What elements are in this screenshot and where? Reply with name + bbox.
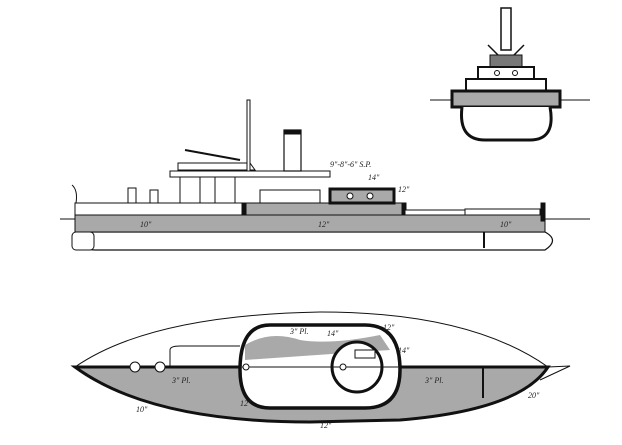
section-turret [489, 54, 523, 68]
label-deck-upper: 3" Pl. [289, 327, 308, 336]
label-belt-aft: 10" [500, 220, 512, 229]
side-elevation [60, 99, 590, 251]
label-plan-turret: 14" [398, 346, 410, 355]
label-deck-aft: 3" Pl. [424, 376, 443, 385]
deck-plan [70, 311, 571, 424]
label-barbette-top: 12" [383, 323, 395, 332]
label-breastwork: 14" [327, 329, 339, 338]
label-barbette-armor: 12" [398, 185, 410, 194]
label-plan-belt-mid: 12" [320, 421, 332, 430]
label-secondary-guns: 9"-8"-6" S.P. [330, 160, 371, 169]
label-breastwork-lower: 12" [240, 399, 252, 408]
section-view [430, 7, 590, 142]
mast [246, 99, 251, 172]
turret [328, 187, 396, 205]
funnel [283, 129, 302, 172]
section-hull [450, 89, 562, 109]
section-mast [500, 7, 512, 51]
citadel [244, 202, 406, 216]
label-deck-fore: 3" Pl. [171, 376, 190, 385]
label-turret-armor: 14" [368, 173, 380, 182]
label-belt-mid: 12" [318, 220, 330, 229]
label-ram: 20" [528, 391, 540, 400]
label-belt-fore: 10" [140, 220, 152, 229]
label-plan-belt-fore: 10" [136, 405, 148, 414]
